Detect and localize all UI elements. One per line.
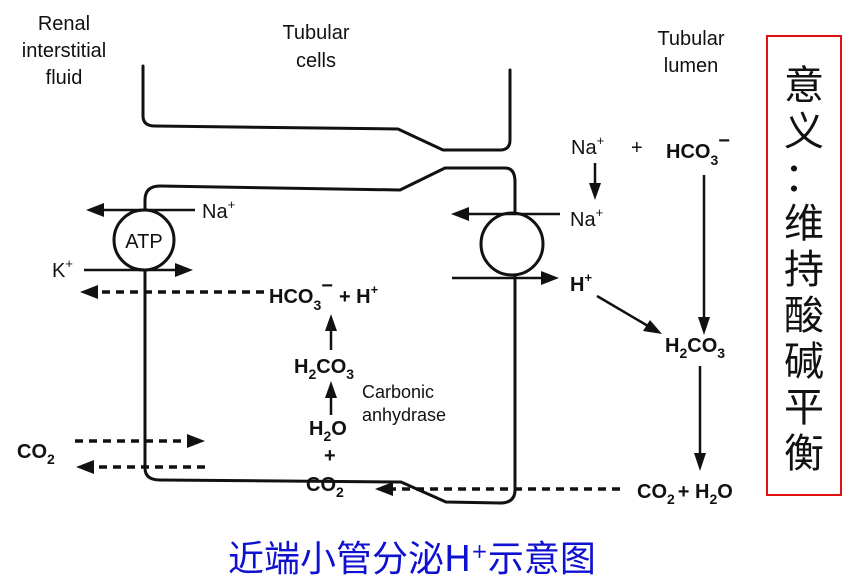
meaning-char: 衡: [784, 431, 824, 477]
meaning-char: 意: [784, 63, 824, 109]
lumen-h: H+: [570, 270, 592, 296]
svg-text:Carbonic: Carbonic: [362, 382, 434, 402]
svg-text:lumen: lumen: [664, 55, 718, 77]
h2co3-down-arrowhead: [694, 453, 706, 471]
pump-k-label: K+: [52, 256, 73, 282]
meaning-char: 平: [784, 385, 824, 431]
cell-h2co3: H2CO3: [294, 356, 354, 382]
hco3-exit-arrowhead: [80, 285, 98, 299]
interstitial-co2: CO2: [17, 441, 55, 467]
h-to-h2co3-arrow: [596, 294, 649, 328]
arrowhead-up-1: [325, 314, 337, 331]
pump-na-label: Na+: [202, 197, 235, 223]
svg-text:interstitial: interstitial: [22, 40, 106, 62]
k-in-arrowhead: [175, 263, 193, 277]
lumen-hco3: HCO3−: [666, 130, 730, 168]
upper-cell-membrane: [141, 64, 512, 152]
meaning-char: 义: [784, 109, 824, 155]
lumen-plus: +: [631, 137, 643, 159]
na-h-exchanger: [479, 211, 545, 277]
diagram-caption: 近端小管分泌H+示意图: [228, 530, 596, 582]
meaning-char: ：: [784, 155, 824, 201]
meaning-text: 意 义 ： 维 持 酸 碱 平 衡: [768, 63, 840, 477]
lumen-na: Na+: [571, 133, 604, 159]
h-to-h2co3-arrowhead: [643, 320, 662, 334]
region-label-cells: Tubular cells: [282, 22, 349, 72]
co2-out-arrowhead: [76, 460, 94, 474]
svg-text:cells: cells: [296, 50, 336, 72]
na-down-arrowhead: [589, 183, 601, 200]
meaning-box: 意 义 ： 维 持 酸 碱 平 衡: [766, 35, 842, 496]
cell-hco3-h: HCO3−+ H+: [269, 275, 379, 313]
cell-plus: +: [324, 445, 336, 467]
atp-label: ATP: [125, 231, 162, 253]
region-label-lumen: Tubular lumen: [657, 28, 724, 77]
enzyme-label: Carbonic anhydrase: [362, 382, 446, 425]
meaning-char: 碱: [784, 339, 824, 385]
lumen-h2co3: H2CO3: [665, 335, 725, 361]
caption-text-after: 示意图: [487, 539, 596, 580]
cell-h2o: H2O: [309, 418, 347, 444]
svg-text:anhydrase: anhydrase: [362, 405, 446, 425]
cell-co2: CO2: [306, 474, 344, 500]
lumen-co2-h2o: CO2+ H2O: [637, 481, 733, 507]
na-entry-arrowhead: [451, 207, 469, 221]
caption-sup: +: [471, 539, 488, 563]
h-exit-arrowhead: [541, 271, 559, 285]
svg-text:fluid: fluid: [46, 67, 83, 89]
meaning-char: 维: [784, 201, 824, 247]
meaning-char: 酸: [784, 293, 824, 339]
svg-text:Tubular: Tubular: [657, 28, 724, 50]
arrowhead-up-2: [325, 381, 337, 398]
hco3-down-arrowhead: [698, 317, 710, 335]
co2-lumen-to-cell-arrowhead: [375, 482, 393, 496]
svg-text:Renal: Renal: [38, 13, 90, 35]
caption-text-before: 近端小管分泌H: [228, 539, 472, 580]
co2-in-arrowhead: [187, 434, 205, 448]
lumen-na-entry: Na+: [570, 205, 603, 231]
svg-text:Tubular: Tubular: [282, 22, 349, 44]
meaning-char: 持: [784, 247, 824, 293]
na-out-arrowhead: [86, 203, 104, 217]
region-label-interstitial: Renal interstitial fluid: [22, 13, 106, 89]
